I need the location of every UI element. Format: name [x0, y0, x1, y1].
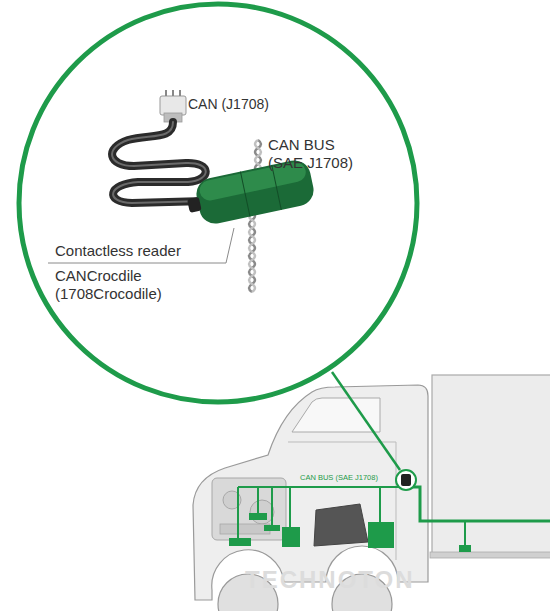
- bus-label: CAN BUS (SAE J1708): [300, 473, 378, 482]
- zoom-leader: [332, 372, 400, 470]
- engine-detail: [220, 524, 270, 534]
- twisted-pair: [255, 140, 261, 172]
- ecu-box: [282, 527, 300, 547]
- watermark: TECHNOTON: [245, 566, 415, 595]
- connector-pins: [166, 90, 180, 96]
- connector-label: CAN (J1708): [188, 96, 269, 113]
- gearbox: [314, 504, 368, 546]
- coiled-cable: [112, 122, 206, 203]
- bus-label: CAN BUS (SAE J1708): [268, 136, 363, 172]
- magnifier-circle: [19, 4, 417, 402]
- reader-seam: [272, 165, 282, 210]
- callout-leader: [48, 228, 234, 263]
- ecu-box: [249, 513, 267, 520]
- product-name: CANCrocdile (1708Crocodile): [55, 267, 185, 303]
- bus-branch: [289, 487, 291, 528]
- twisted-pair: [255, 140, 261, 172]
- pin: [172, 90, 174, 96]
- ecu-box: [229, 538, 251, 546]
- twisted-pair: [249, 212, 255, 292]
- cab-window: [292, 398, 380, 432]
- ecu-box: [459, 545, 471, 552]
- pin: [179, 90, 181, 96]
- trailer-frame: [430, 552, 550, 558]
- bus-branch: [257, 487, 259, 515]
- ecu-box: [264, 525, 280, 531]
- cable-gland: [187, 197, 202, 213]
- ecu-units: [229, 513, 471, 552]
- bus-branch: [271, 487, 273, 527]
- bus-branch: [237, 487, 239, 540]
- pin: [165, 90, 167, 96]
- coiled-cable-highlight: [112, 122, 206, 203]
- trailer-body: [432, 375, 550, 555]
- reader-small: [401, 474, 411, 486]
- reader-seam: [240, 172, 250, 217]
- bus-branch: [464, 521, 466, 546]
- bus-branch: [379, 487, 381, 523]
- door-outline: [288, 442, 396, 560]
- ecu-box: [368, 522, 394, 548]
- connector-plug: [160, 96, 186, 115]
- engine-detail: [250, 500, 274, 524]
- truck-cab: [193, 385, 428, 600]
- bus-line: [412, 487, 550, 521]
- reader-marker: [396, 470, 416, 490]
- twisted-pair: [249, 212, 255, 292]
- part-label: Contactless reader: [55, 242, 181, 260]
